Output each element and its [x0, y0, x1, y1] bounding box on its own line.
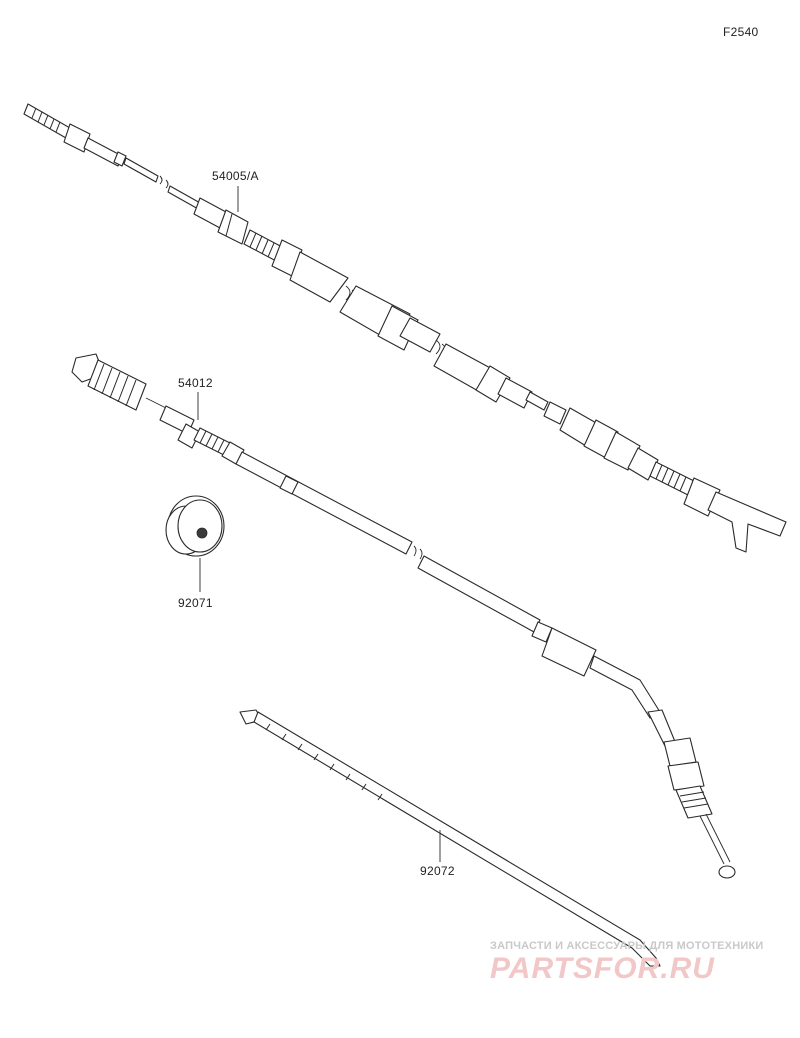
- part-label-92072: 92072: [420, 864, 455, 878]
- watermark-logo: PARTSFOR.RU: [490, 952, 715, 985]
- grommet-92071: [165, 495, 225, 557]
- part-label-92071: 92071: [178, 596, 213, 610]
- part-label-54005a: 54005/A: [212, 169, 259, 183]
- cable-54005a: [23, 103, 787, 553]
- watermark-tagline: ЗАПЧАСТИ И АКСЕССУАРЫ ДЛЯ МОТОТЕХНИКИ: [490, 940, 764, 952]
- cable-54012: [71, 353, 736, 879]
- part-label-54012: 54012: [178, 376, 213, 390]
- cable-tie-92072: [239, 709, 661, 967]
- diagram-code: F2540: [723, 25, 759, 39]
